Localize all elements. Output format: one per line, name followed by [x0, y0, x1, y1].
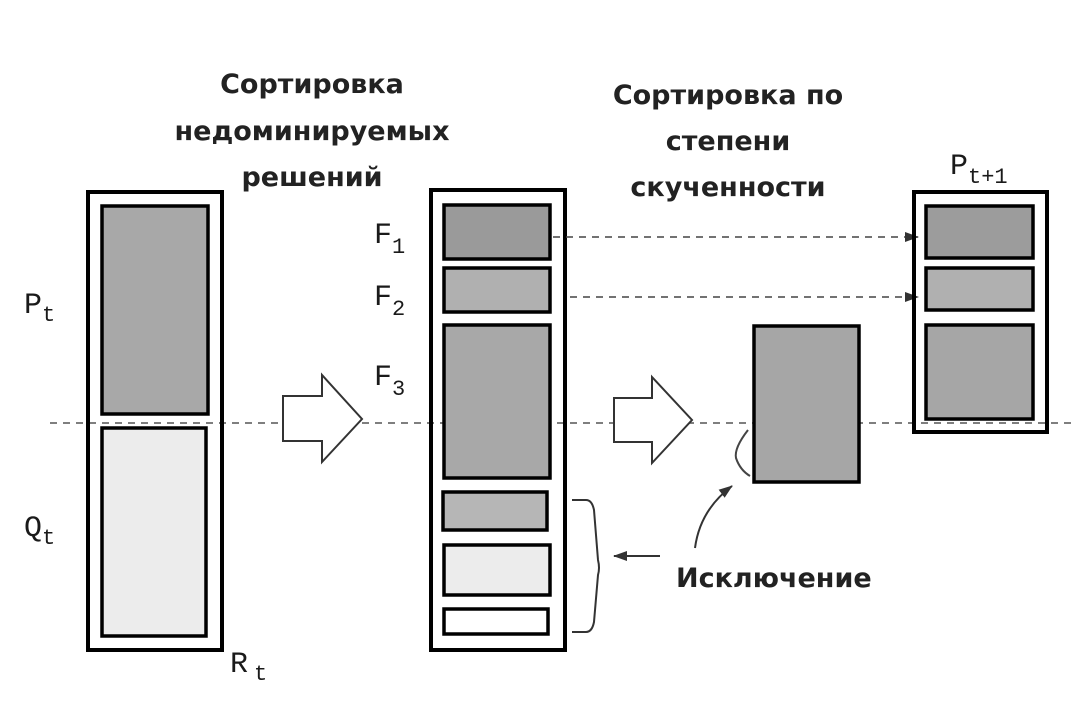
- f3-label: F3: [374, 361, 405, 402]
- f3-sorted-block: [752, 324, 861, 484]
- fronts-container: [429, 188, 567, 652]
- qt-label: Qt: [24, 512, 55, 551]
- front-f4-block: [441, 490, 549, 532]
- rejection-arrow-up: [694, 485, 733, 549]
- caption-sort-crowding-2: степени: [666, 126, 791, 157]
- pt1-f2-block: [924, 266, 1035, 312]
- rt-container: [86, 190, 224, 652]
- f1-label: F1: [374, 219, 405, 260]
- front-f2-block: [442, 266, 552, 314]
- caption-sort-nondominated-1: Сортировка: [220, 69, 404, 100]
- pt-label: Pt: [24, 289, 55, 328]
- caption-sort-crowding-3: скученности: [630, 172, 825, 203]
- pt-block: [100, 204, 210, 416]
- front-f3-block: [442, 323, 552, 480]
- caption-sort-crowding-1: Сортировка по: [613, 80, 843, 111]
- caption-sort-nondominated-2: недоминируемых: [174, 116, 449, 147]
- qt-block: [100, 426, 208, 638]
- caption-sort-nondominated-3: решений: [241, 162, 382, 193]
- front-f6-block: [442, 607, 550, 636]
- exclusion-label: Исключение: [676, 563, 872, 594]
- front-f5-block: [442, 543, 552, 597]
- hollow-arrow-1: [282, 372, 364, 465]
- rejected-part-bracket: [734, 429, 751, 477]
- pt1-label: Pt+1: [950, 150, 1008, 190]
- pt1-f3-block: [924, 323, 1035, 421]
- front-f1-block: [442, 203, 552, 261]
- pt1-container: [912, 190, 1049, 434]
- f2-label: F2: [374, 281, 405, 322]
- pt1-f1-block: [924, 204, 1035, 260]
- hollow-arrow-2: [613, 374, 694, 466]
- rejection-bracket: [572, 499, 600, 633]
